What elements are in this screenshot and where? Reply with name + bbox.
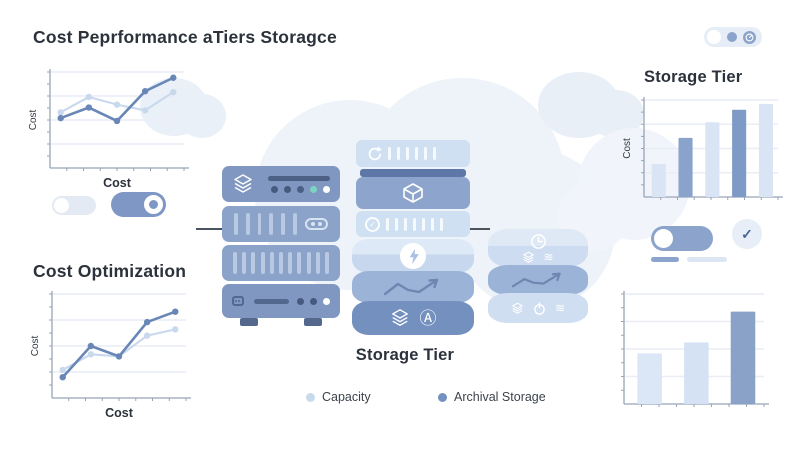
storage-unit: [356, 177, 470, 209]
trend-arrow-icon: [383, 278, 439, 296]
check-badge-icon: ✓: [365, 216, 380, 232]
clock-icon: [530, 233, 546, 249]
server-unit: [222, 245, 340, 281]
legend-item-capacity: Capacity: [306, 390, 371, 404]
svg-text:Cost: Cost: [105, 406, 134, 420]
server-unit: [222, 206, 340, 242]
power-icon: [534, 301, 545, 315]
status-dot: [323, 297, 330, 305]
waves-icon: ≋: [554, 301, 566, 315]
server-display-bar: [253, 298, 289, 304]
connector-line: [196, 228, 222, 230]
svg-text:Cost: Cost: [103, 176, 132, 190]
toggle-switch-right[interactable]: [651, 226, 713, 251]
status-dot-active: [310, 185, 317, 193]
legend-label: Capacity: [322, 390, 371, 404]
status-dot: [310, 297, 317, 305]
status-dot: [323, 185, 330, 193]
svg-text:Cost: Cost: [622, 138, 633, 159]
storage-disc: [488, 265, 588, 295]
status-dot: [271, 185, 278, 193]
section-title-cost-optimization: Cost Optimization: [33, 261, 187, 281]
svg-text:Cost: Cost: [30, 335, 41, 356]
dial-icon: [743, 30, 756, 44]
storage-disc: [352, 271, 474, 303]
legend-item-archival: Archival Storage: [438, 390, 546, 404]
toggle-switch-on[interactable]: [111, 192, 166, 217]
toggle-switch-off[interactable]: [52, 196, 96, 215]
port-icon: [304, 218, 328, 230]
layers-icon: [512, 302, 523, 314]
control-knob: [707, 30, 721, 44]
section-title-storage-tier: Storage Tier: [644, 68, 743, 86]
check-circle-button[interactable]: ✓: [732, 219, 762, 249]
server-unit: [222, 166, 340, 202]
storage-disc: ≋: [488, 293, 588, 323]
drive-bay-icon: [232, 296, 244, 306]
storage-tier-bar-chart: Cost: [622, 94, 786, 209]
legend-dot-archival: [438, 392, 447, 402]
legend-label: Archival Storage: [454, 390, 546, 404]
server-status-lights: [297, 297, 330, 305]
bolt-icon: [400, 243, 426, 269]
server-unit: [222, 284, 340, 318]
progress-bar-light: [687, 257, 727, 262]
status-dot: [297, 297, 304, 305]
status-dot: [284, 185, 291, 193]
server-display-bar: [268, 175, 330, 181]
center-title-storage-tier: Storage Tier: [355, 346, 455, 364]
svg-text:Cost: Cost: [28, 109, 39, 130]
connector-line: [470, 228, 490, 230]
toggle-knob: [654, 229, 673, 248]
server-status-lights: [271, 185, 330, 193]
cloud-shape: [178, 94, 226, 138]
check-icon: ✓: [741, 225, 753, 242]
waves-icon: ≋: [543, 250, 554, 264]
storage-unit: [356, 140, 470, 167]
storage-disc: [352, 239, 474, 273]
server-foot: [240, 318, 258, 326]
layers-icon: [234, 174, 252, 193]
layers-icon: [391, 309, 408, 326]
circled-a-icon: Ⓐ: [419, 308, 437, 328]
layers-icon: [523, 251, 535, 263]
secondary-bar-chart: [612, 288, 772, 416]
legend-dot-capacity: [306, 392, 315, 402]
section-title-cost-performance: Cost Peprformance aTiers Storagce: [33, 27, 337, 47]
trend-arrow-icon: [511, 272, 561, 288]
control-dot: [727, 32, 737, 42]
progress-bar-dark: [651, 257, 679, 262]
toggle-knob: [144, 195, 163, 214]
toggle-knob: [54, 198, 69, 213]
rack-divider: [360, 169, 466, 177]
tri-state-control[interactable]: [704, 27, 762, 47]
package-icon: [403, 183, 423, 203]
refresh-icon: [368, 145, 382, 160]
storage-disc: Ⓐ: [352, 301, 474, 335]
status-dot: [297, 185, 304, 193]
storage-unit: ✓: [356, 211, 470, 237]
storage-disc: ≋: [488, 229, 588, 267]
server-foot: [304, 318, 322, 326]
